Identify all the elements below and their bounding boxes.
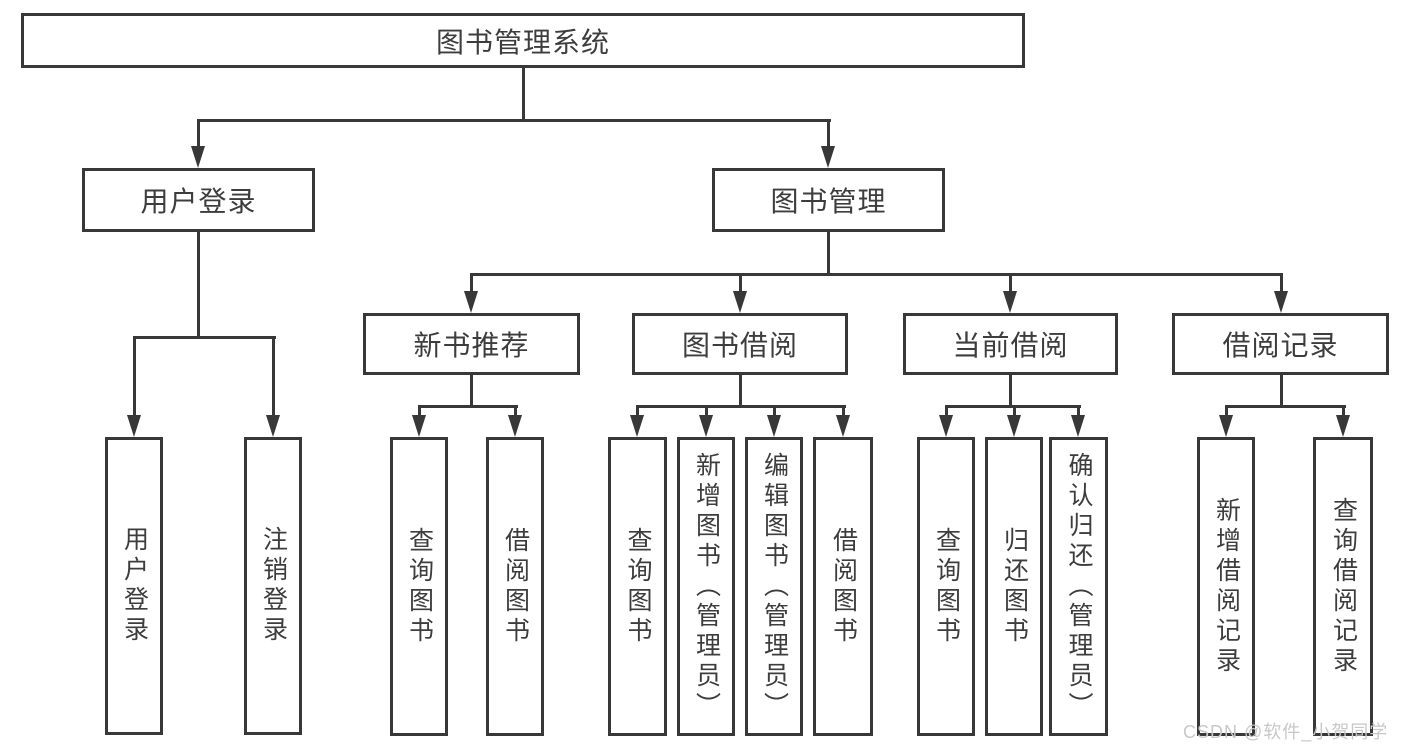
connector-line: [470, 273, 473, 295]
connector-arrowhead: [191, 146, 205, 168]
leaf-confirm-return-admin: 确认归还（管理员）: [1049, 437, 1108, 736]
connector-line: [739, 273, 742, 295]
connector-line: [739, 375, 742, 408]
connector-arrowhead: [767, 415, 781, 437]
connector-line: [636, 405, 639, 418]
node-label: 当前借阅: [952, 330, 1069, 361]
leaf-label: 查询借阅记录: [1329, 496, 1358, 677]
connector-line: [133, 336, 136, 419]
connector-line: [842, 405, 845, 418]
connector-line: [1013, 405, 1016, 418]
leaf-label: 用户登录: [120, 526, 149, 646]
connector-line: [1225, 405, 1346, 408]
connector-arrowhead: [1219, 415, 1233, 437]
connector-line: [1342, 405, 1345, 418]
connector-arrowhead: [412, 415, 426, 437]
node-label: 用户登录: [140, 186, 257, 217]
connector-arrowhead: [1007, 415, 1021, 437]
leaf-borrow-books: 借阅图书: [813, 437, 873, 736]
connector-line: [1225, 405, 1228, 418]
node-label: 图书管理系统: [435, 26, 610, 58]
connector-line: [133, 336, 276, 339]
leaf-label: 借阅图书: [501, 526, 530, 647]
leaf-label: 确认归还（管理员）: [1065, 451, 1093, 722]
leaf-label: 归还图书: [1000, 526, 1029, 647]
connector-line: [1280, 375, 1283, 408]
leaf-return-books: 归还图书: [985, 437, 1043, 736]
connector-line: [522, 68, 525, 122]
connector-arrowhead: [939, 415, 953, 437]
connector-line: [514, 405, 517, 418]
connector-line: [197, 119, 200, 149]
leaf-label: 新增借阅记录: [1212, 496, 1241, 677]
connector-line: [470, 273, 1283, 276]
leaf-borrow-books-recommend: 借阅图书: [486, 437, 544, 736]
connector-arrowhead: [699, 415, 713, 437]
leaf-query-books-current: 查询图书: [917, 437, 975, 736]
connector-arrowhead: [464, 291, 478, 313]
leaf-query-books-recommend: 查询图书: [390, 437, 448, 736]
connector-arrowhead: [508, 415, 522, 437]
leaf-add-books-admin: 新增图书（管理员）: [677, 437, 735, 736]
connector-line: [1280, 273, 1283, 295]
leaf-add-borrow-record: 新增借阅记录: [1197, 437, 1255, 736]
leaf-label: 查询图书: [932, 526, 961, 647]
connector-line: [1009, 273, 1012, 295]
connector-arrowhead: [266, 415, 280, 437]
connector-line: [197, 232, 200, 339]
connector-arrowhead: [630, 415, 644, 437]
leaf-label: 借阅图书: [829, 526, 858, 647]
leaf-query-books-borrow: 查询图书: [608, 437, 667, 736]
leaf-logout: 注销登录: [244, 437, 302, 735]
leaf-label: 查询图书: [624, 526, 652, 647]
connector-line: [827, 232, 830, 276]
connector-line: [945, 405, 948, 418]
connector-arrowhead: [733, 291, 747, 313]
node-book-management: 图书管理: [712, 168, 945, 232]
node-label: 借阅记录: [1222, 330, 1339, 361]
node-library-management-system: 图书管理系统: [21, 13, 1025, 68]
leaf-edit-books-admin: 编辑图书（管理员）: [745, 437, 803, 736]
connector-arrowhead: [821, 146, 835, 168]
leaf-label: 编辑图书（管理员）: [760, 451, 789, 722]
node-label: 新书推荐: [413, 330, 530, 361]
node-label: 图书借阅: [681, 330, 798, 361]
connector-line: [636, 405, 846, 408]
connector-line: [705, 405, 708, 418]
leaf-label: 注销登录: [259, 526, 288, 646]
connector-arrowhead: [1003, 291, 1017, 313]
leaf-user-login: 用户登录: [105, 437, 163, 735]
leaf-query-borrow-record: 查询借阅记录: [1313, 437, 1373, 736]
connector-line: [197, 119, 831, 122]
watermark: CSDN @软件_小贺同学: [1183, 722, 1389, 742]
connector-line: [470, 375, 473, 408]
connector-arrowhead: [836, 415, 850, 437]
connector-arrowhead: [1274, 291, 1288, 313]
connector-line: [1077, 405, 1080, 418]
node-borrowing-records: 借阅记录: [1172, 313, 1389, 375]
connector-line: [827, 119, 830, 149]
connector-line: [418, 405, 421, 418]
connector-line: [773, 405, 776, 418]
connector-arrowhead: [1336, 415, 1350, 437]
connector-arrowhead: [127, 415, 141, 437]
node-user-login: 用户登录: [82, 168, 315, 232]
leaf-label: 新增图书（管理员）: [692, 451, 721, 722]
connector-line: [418, 405, 518, 408]
node-book-borrowing: 图书借阅: [632, 313, 848, 375]
node-label: 图书管理: [770, 186, 887, 217]
node-new-book-recommendation: 新书推荐: [363, 313, 580, 375]
connector-arrowhead: [1071, 415, 1085, 437]
connector-line: [272, 336, 275, 419]
node-current-borrowing: 当前借阅: [903, 313, 1118, 375]
leaf-label: 查询图书: [405, 526, 434, 647]
connector-line: [1009, 375, 1012, 408]
